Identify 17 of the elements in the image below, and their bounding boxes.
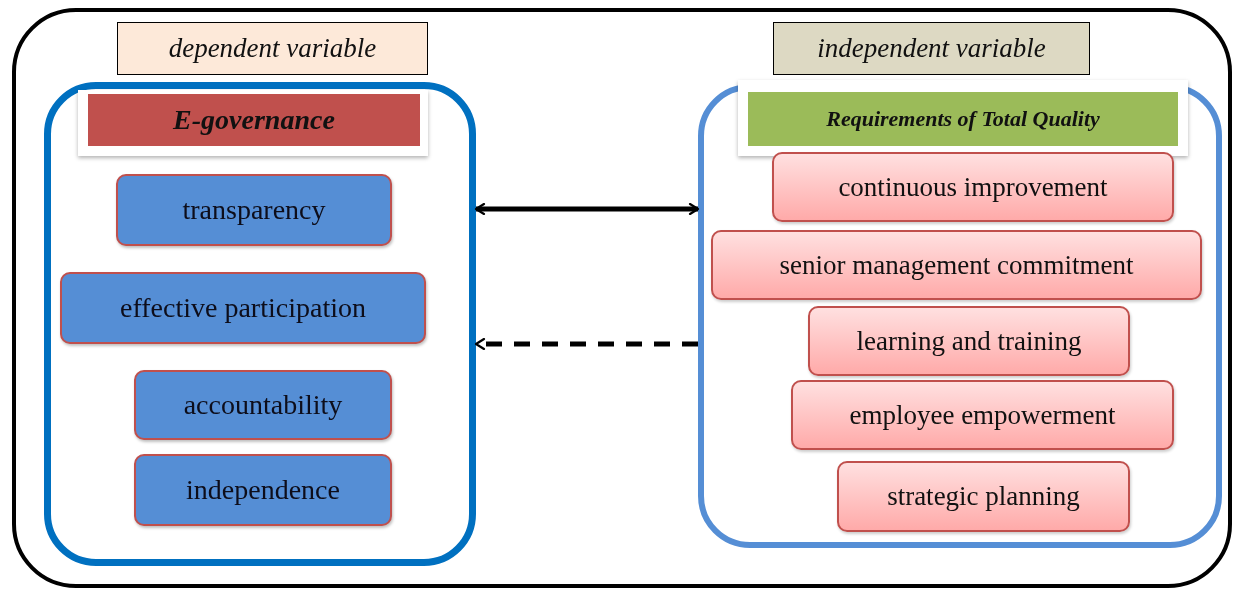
item-box: senior management commitment	[711, 230, 1202, 300]
item-box: effective participation	[60, 272, 426, 344]
outer-frame	[12, 8, 1232, 588]
item-box: continuous improvement	[772, 152, 1174, 222]
item-box: accountability	[134, 370, 392, 440]
item-box: learning and training	[808, 306, 1130, 376]
variable-tag: dependent variable	[117, 22, 428, 75]
item-box: independence	[134, 454, 392, 526]
variable-tag: independent variable	[773, 22, 1090, 75]
group-heading: Requirements of Total Quality	[748, 92, 1178, 146]
item-box: transparency	[116, 174, 392, 246]
group-heading: E-governance	[88, 94, 420, 146]
group-panel	[44, 82, 476, 566]
arrow	[474, 337, 698, 351]
item-box: strategic planning	[837, 461, 1130, 532]
item-box: employee empowerment	[791, 380, 1174, 450]
arrow	[474, 202, 700, 216]
